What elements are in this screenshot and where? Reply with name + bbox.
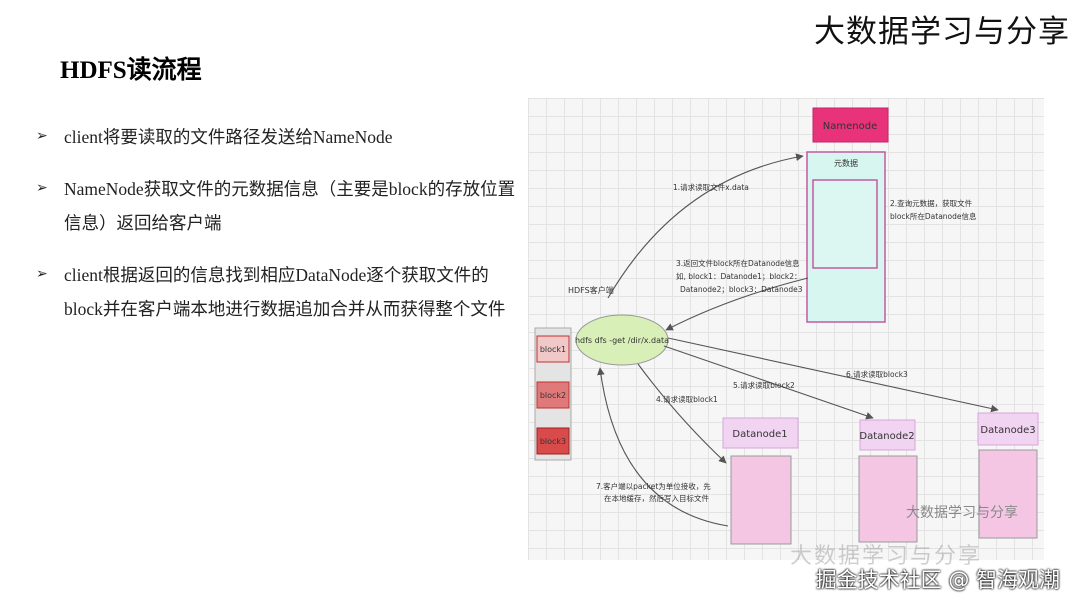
block3-label: block3 bbox=[540, 437, 566, 446]
datanode2-body bbox=[858, 455, 918, 543]
client-ellipse bbox=[575, 314, 669, 366]
arrow-request-file bbox=[607, 153, 804, 299]
arrow-bullet-icon: ➢ bbox=[36, 267, 48, 282]
step2-line1: 2.查询元数据，获取文件 bbox=[890, 198, 973, 208]
client-label: HDFS客户端 bbox=[568, 285, 614, 295]
arrow-return-info bbox=[665, 277, 809, 331]
bullet-item: ➢ client根据返回的信息找到相应DataNode逐个获取文件的block并… bbox=[36, 258, 516, 326]
bullet-text: client将要读取的文件路径发送给NameNode bbox=[64, 127, 393, 147]
watermark-small: 大数据学习与分享 bbox=[906, 505, 1018, 521]
bullet-text: NameNode获取文件的元数据信息（主要是block的存放位置信息）返回给客户… bbox=[64, 179, 516, 233]
block2-label: block2 bbox=[540, 391, 566, 400]
step3-line2: 如, block1：Datanode1；block2： bbox=[676, 271, 802, 281]
step1-label: 1.请求读取文件x.data bbox=[673, 182, 749, 192]
namenode-header bbox=[812, 107, 889, 143]
diagram-canvas: Namenode 元数据 HDFS客户端 hdfs dfs -get /dir/… bbox=[534, 107, 1039, 545]
bullet-text: client根据返回的信息找到相应DataNode逐个获取文件的block并在客… bbox=[64, 265, 506, 319]
bullet-item: ➢ client将要读取的文件路径发送给NameNode bbox=[36, 120, 516, 154]
bullet-list: ➢ client将要读取的文件路径发送给NameNode ➢ NameNode获… bbox=[36, 120, 516, 344]
datanode3-header bbox=[977, 412, 1039, 446]
datanode1-body bbox=[730, 455, 792, 545]
step6-label: 6.请求读取block3 bbox=[846, 369, 908, 379]
watermark-large: 大数据学习与分享 bbox=[790, 544, 983, 569]
arrow-read-block2 bbox=[663, 345, 874, 420]
step4-label: 4.请求读取block1 bbox=[656, 394, 718, 404]
datanode1-label: Datanode1 bbox=[732, 429, 787, 440]
step7-line1: 7.客户端以packet为单位接收，先 bbox=[596, 481, 711, 491]
block1 bbox=[536, 335, 570, 363]
brand-title: 大数据学习与分享 bbox=[814, 14, 1070, 50]
slide-title: HDFS读流程 bbox=[60, 57, 202, 84]
metadata-label: 元数据 bbox=[834, 158, 858, 168]
bullet-item: ➢ NameNode获取文件的元数据信息（主要是block的存放位置信息）返回给… bbox=[36, 172, 516, 240]
datanode1-header bbox=[722, 417, 799, 449]
arrow-bullet-icon: ➢ bbox=[36, 129, 48, 144]
metadata-box bbox=[812, 179, 878, 269]
arrow-receive-packet bbox=[597, 367, 729, 527]
step2-line2: block所在Datanode信息 bbox=[890, 211, 977, 221]
hdfs-read-diagram: Namenode 元数据 HDFS客户端 hdfs dfs -get /dir/… bbox=[528, 98, 1044, 569]
step3-line1: 3.返回文件block所在Datanode信息 bbox=[676, 258, 800, 268]
block3 bbox=[536, 427, 570, 455]
block2 bbox=[536, 381, 570, 409]
block1-label: block1 bbox=[540, 345, 566, 354]
datanode2-header bbox=[859, 419, 916, 451]
datanode2-label: Datanode2 bbox=[859, 431, 914, 442]
arrow-read-block3 bbox=[667, 337, 999, 413]
step3-line3: Datanode2；block3：Datanode3 bbox=[680, 285, 803, 294]
client-command: hdfs dfs -get /dir/x.data bbox=[575, 336, 669, 345]
namenode-label: Namenode bbox=[823, 121, 877, 132]
datanode3-body bbox=[978, 449, 1038, 539]
arrow-bullet-icon: ➢ bbox=[36, 181, 48, 196]
datanode3-label: Datanode3 bbox=[980, 425, 1035, 436]
step7-line2: 在本地缓存，然后写入目标文件 bbox=[604, 493, 709, 503]
step5-label: 5.请求读取block2 bbox=[733, 380, 795, 390]
arrow-read-block1 bbox=[637, 363, 727, 464]
footer-watermark: 掘金技术社区 @ 智海观潮 bbox=[815, 568, 1060, 592]
